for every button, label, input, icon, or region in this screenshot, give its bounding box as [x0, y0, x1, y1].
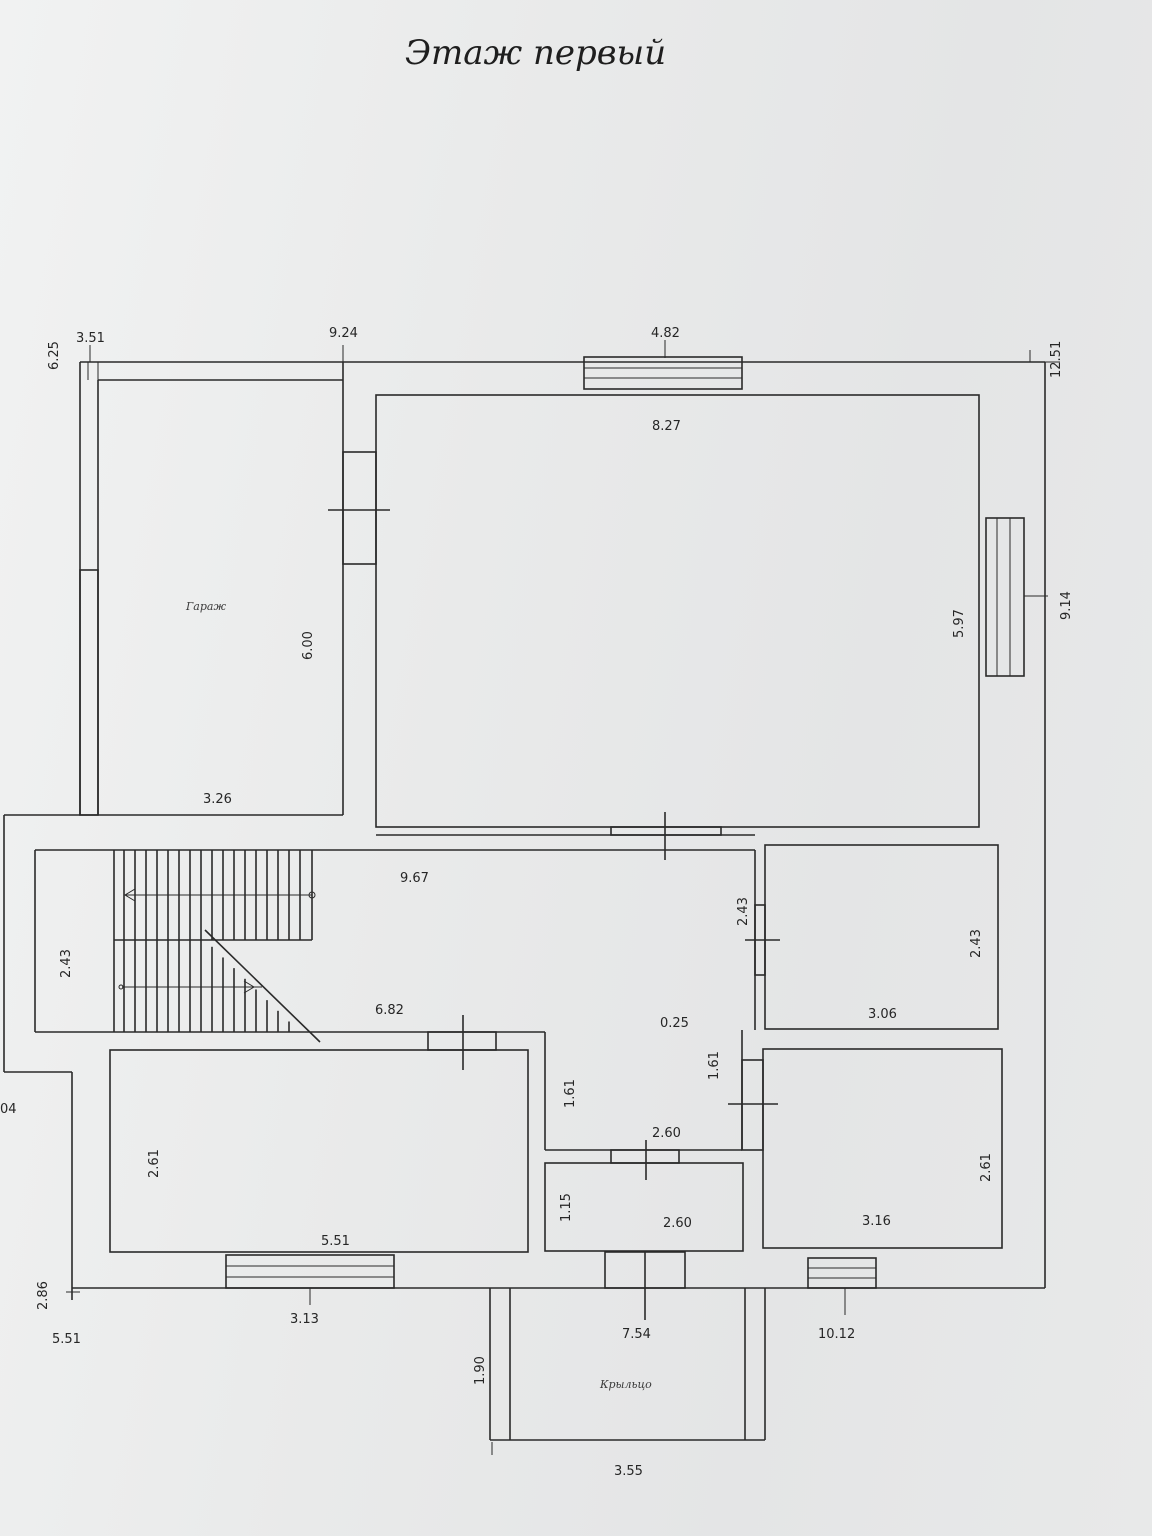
dim-1-15: 1.15 [559, 1193, 574, 1222]
dim-9-24: 9.24 [329, 326, 358, 341]
entrance-door [604, 1251, 686, 1320]
dim-3-06: 3.06 [868, 1007, 897, 1022]
bottom-window-left [225, 1254, 395, 1305]
dim-2-43-door: 2.43 [736, 897, 751, 926]
living-room-door [610, 812, 722, 860]
dim-3-13: 3.13 [290, 1312, 319, 1327]
dim-4-82: 4.82 [651, 326, 680, 341]
dim-9-67: 9.67 [400, 871, 429, 886]
dim-5-51-room: 5.51 [321, 1234, 350, 1249]
room-right-lower [728, 1048, 1003, 1249]
bottom-window-right [807, 1257, 877, 1315]
bathroom [544, 1140, 744, 1252]
dim-7-54: 7.54 [622, 1327, 651, 1342]
room-lower-left [109, 1015, 529, 1253]
garage-label: Гараж [185, 600, 226, 613]
dim-2-61-left: 2.61 [147, 1149, 162, 1178]
dim-6-82: 6.82 [375, 1003, 404, 1018]
dim-3-26: 3.26 [203, 792, 232, 807]
dim-3-55: 3.55 [614, 1464, 643, 1479]
dim-2-60-hall: 2.60 [652, 1126, 681, 1141]
dim-5-51-corner: 5.51 [52, 1332, 81, 1347]
dim-2-86: 2.86 [36, 1281, 51, 1310]
room-right-upper [745, 844, 999, 1030]
dim-3-16: 3.16 [862, 1214, 891, 1229]
garage-room: Гараж [79, 362, 344, 816]
dim-6-25: 6.25 [47, 341, 62, 370]
dimension-labels: 3.51 9.24 4.82 6.25 12.51 8.27 9.14 5.97… [0, 326, 1074, 1479]
dim-5-97: 5.97 [952, 609, 967, 638]
dim-6-00: 6.00 [301, 631, 316, 660]
plan-title: Этаж первый [405, 33, 666, 73]
dim-2-43-stair: 2.43 [59, 949, 74, 978]
living-room [375, 394, 980, 836]
corner-ticks [66, 345, 1060, 1293]
garage-door [328, 451, 390, 565]
dim-0-25: 0.25 [660, 1016, 689, 1031]
hall-staircase [34, 849, 756, 1151]
dim-8-27: 8.27 [652, 419, 681, 434]
dim-12-51: 12.51 [1049, 341, 1064, 378]
right-window [985, 517, 1048, 677]
dim-1-61-left: 1.61 [563, 1079, 578, 1108]
dim-9-14: 9.14 [1059, 591, 1074, 620]
dim-3-51: 3.51 [76, 331, 105, 346]
dim-2-43-room: 2.43 [969, 929, 984, 958]
dim-10-12: 10.12 [818, 1327, 855, 1342]
dim-1-61-right: 1.61 [707, 1051, 722, 1080]
dim-2-60-bath: 2.60 [663, 1216, 692, 1231]
dim-1-90: 1.90 [473, 1356, 488, 1385]
porch-label: Крыльцо [599, 1378, 652, 1391]
top-window [583, 340, 743, 390]
dim-2-61-right: 2.61 [979, 1153, 994, 1182]
dim-04-fragment: 04 [0, 1102, 17, 1117]
porch: Крыльцо [489, 1288, 766, 1455]
